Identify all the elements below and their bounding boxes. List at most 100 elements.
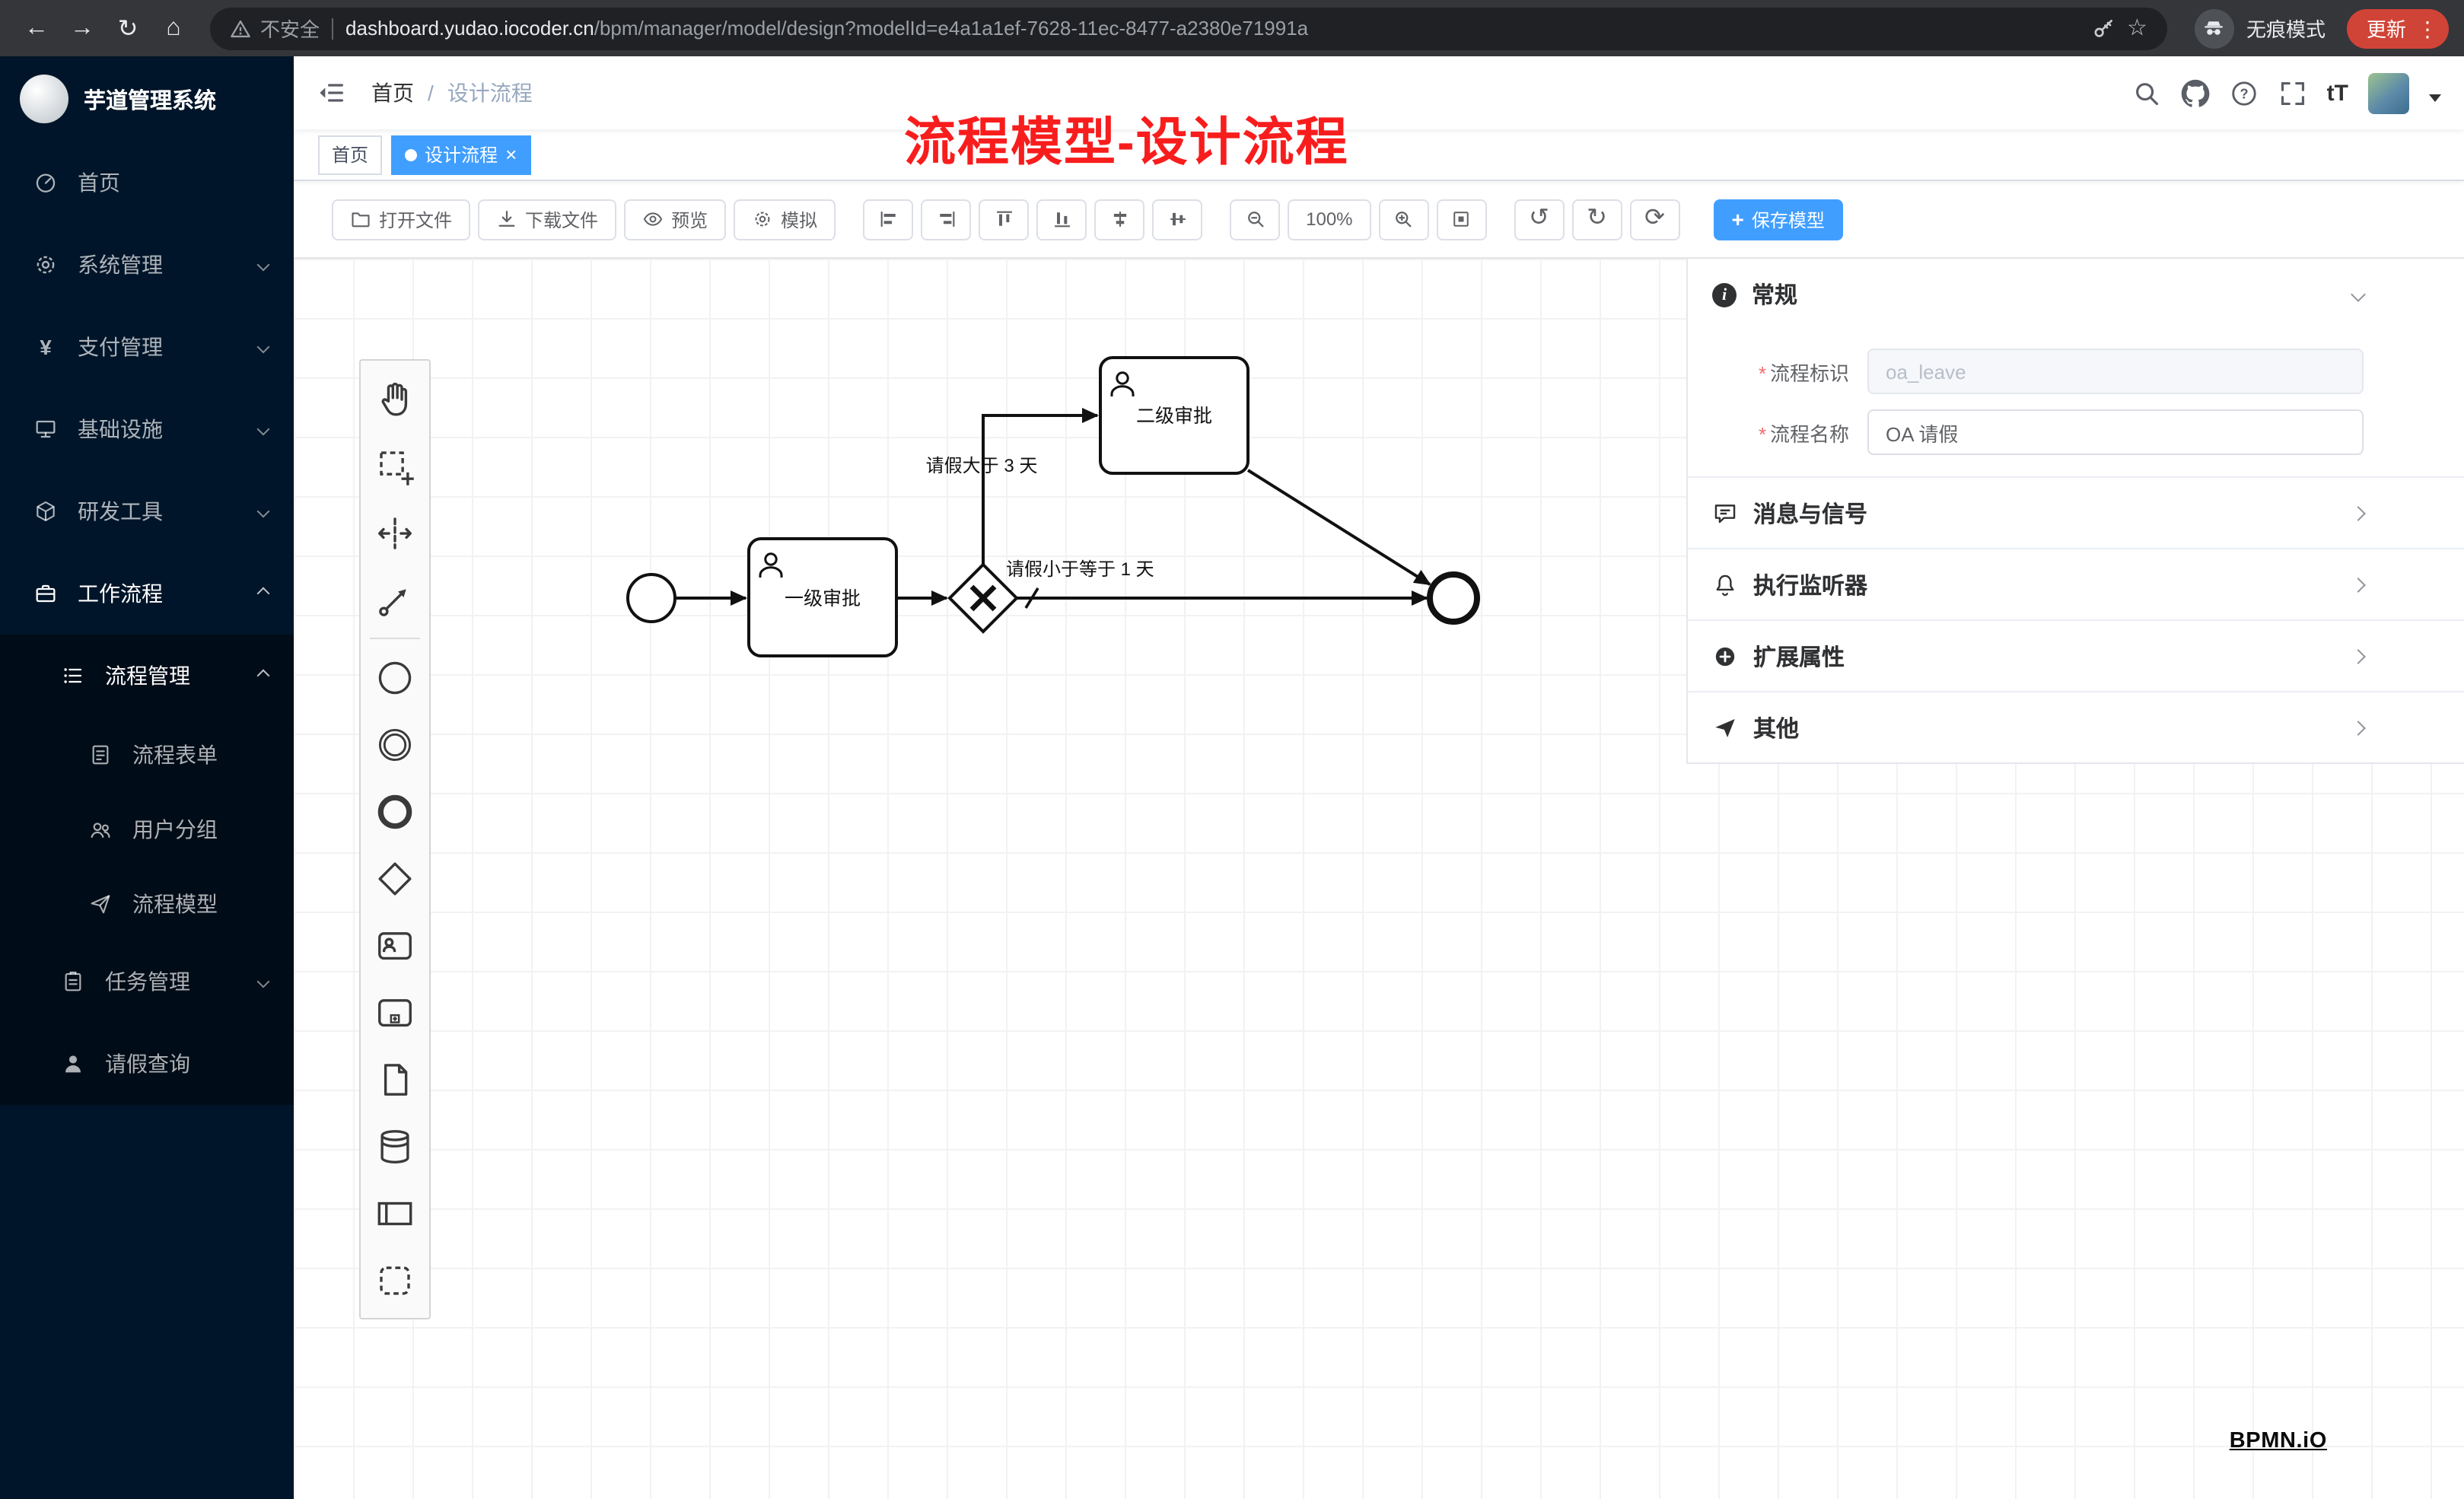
hamburger-icon[interactable] [317, 78, 347, 108]
align-center-button[interactable] [1094, 199, 1145, 240]
active-tab-dot [405, 148, 418, 161]
align-middle-button[interactable] [1152, 199, 1203, 240]
align-right-button[interactable] [921, 199, 972, 240]
process-key-input[interactable] [1867, 348, 2364, 394]
app-logo[interactable]: 芋道管理系统 [0, 56, 294, 142]
zoom-reset-button[interactable] [1436, 199, 1487, 240]
download-file-button[interactable]: 下载文件 [478, 199, 617, 240]
avatar-caret-down-icon[interactable] [2429, 94, 2441, 101]
align-top-button[interactable] [979, 199, 1030, 240]
create-gateway-icon[interactable] [361, 845, 429, 912]
chevron-up-icon [256, 587, 270, 600]
panel-section-extended-properties[interactable]: 扩展属性 [1688, 619, 2464, 691]
tab-design-process[interactable]: 设计流程 × [391, 135, 531, 174]
plus-circle-icon [1712, 643, 1738, 669]
restart-button[interactable]: ⟳ [1629, 199, 1680, 240]
gear-icon [33, 253, 58, 277]
redo-button[interactable]: ↻ [1571, 199, 1622, 240]
process-name-input[interactable] [1867, 409, 2364, 455]
flow-task2-to-end[interactable] [1246, 469, 1431, 586]
panel-section-other[interactable]: 其他 [1688, 691, 2464, 762]
undo-button[interactable]: ↺ [1514, 199, 1565, 240]
create-start-event-icon[interactable] [361, 644, 429, 711]
flow-gateway-to-task2[interactable] [982, 408, 1099, 565]
sidebar-item-devtools[interactable]: 研发工具 [0, 470, 294, 552]
exclusive-gateway[interactable] [947, 562, 1019, 634]
github-icon[interactable] [2181, 78, 2210, 107]
bookmark-star-icon[interactable]: ☆ [2127, 15, 2147, 41]
sidebar-item-payment[interactable]: ¥ 支付管理 [0, 306, 294, 388]
align-left-button[interactable] [863, 199, 914, 240]
condition-label-le[interactable]: 请假小于等于 1 天 [1006, 559, 1154, 580]
bpmn-io-logo[interactable]: BPMN.iO [2229, 1429, 2327, 1453]
start-event[interactable] [626, 573, 676, 623]
create-data-store-icon[interactable] [361, 1112, 429, 1179]
address-bar[interactable]: 不安全 dashboard.yudao.iocoder.cn/bpm/manag… [210, 7, 2167, 49]
sidebar-item-user-groups[interactable]: 用户分组 [0, 791, 294, 866]
chevron-right-icon [2351, 720, 2366, 735]
create-user-task-icon[interactable] [361, 912, 429, 979]
gateway-x-icon [969, 584, 997, 612]
end-event[interactable] [1427, 571, 1480, 625]
tab-home[interactable]: 首页 [318, 135, 383, 174]
chevron-down-icon [256, 340, 270, 354]
font-size-icon[interactable]: tT [2326, 80, 2348, 106]
sidebar-item-infrastructure[interactable]: 基础设施 [0, 388, 294, 470]
create-end-event-icon[interactable] [361, 778, 429, 845]
simulate-button[interactable]: 模拟 [734, 199, 836, 240]
panel-section-messages-signals[interactable]: 消息与信号 [1688, 476, 2464, 548]
sidebar-item-process-models[interactable]: 流程模型 [0, 866, 294, 940]
bpmn-canvas[interactable]: 一级审批 二级审批 [294, 257, 2464, 1499]
condition-label-gt[interactable]: 请假大于 3 天 [926, 456, 1038, 476]
preview-button[interactable]: 预览 [624, 199, 727, 240]
zoom-in-button[interactable] [1378, 199, 1429, 240]
panel-section-execution-listeners[interactable]: 执行监听器 [1688, 548, 2464, 619]
create-subprocess-icon[interactable] [361, 979, 429, 1045]
space-tool-icon[interactable] [361, 499, 429, 566]
user-icon [759, 552, 783, 578]
breadcrumb-home[interactable]: 首页 [371, 81, 414, 105]
yen-icon: ¥ [40, 335, 52, 359]
sidebar-item-home[interactable]: 首页 [0, 142, 294, 224]
properties-panel: i 常规 *流程标识 *流程名称 [1686, 259, 2464, 764]
sidebar-item-process-management[interactable]: 流程管理 [0, 635, 294, 717]
align-bottom-button[interactable] [1036, 199, 1087, 240]
browser-back-button[interactable]: ← [24, 14, 49, 40]
save-model-button[interactable]: +保存模型 [1713, 199, 1843, 240]
zoom-out-button[interactable] [1230, 199, 1281, 240]
open-file-button[interactable]: 打开文件 [332, 199, 471, 240]
password-key-icon[interactable] [2090, 16, 2115, 40]
fullscreen-icon[interactable] [2278, 78, 2307, 107]
sidebar-item-process-forms[interactable]: 流程表单 [0, 717, 294, 791]
help-icon[interactable]: ? [2230, 78, 2259, 107]
user-task-level1[interactable]: 一级审批 [747, 537, 898, 657]
zoom-level-button[interactable]: 100% [1288, 199, 1371, 240]
browser-home-button[interactable]: ⌂ [166, 14, 181, 40]
create-intermediate-event-icon[interactable] [361, 711, 429, 778]
browser-forward-button[interactable]: → [70, 14, 94, 40]
app-logo-avatar [20, 75, 68, 123]
hand-tool-icon[interactable] [361, 365, 429, 432]
user-task-level2[interactable]: 二级审批 [1099, 356, 1250, 475]
paper-plane-icon [88, 891, 113, 915]
update-button[interactable]: 更新 ⋮ [2346, 8, 2449, 48]
chevron-up-icon [256, 669, 270, 683]
create-participant-icon[interactable] [361, 1179, 429, 1246]
sidebar-item-system[interactable]: 系统管理 [0, 224, 294, 306]
close-tab-icon[interactable]: × [505, 143, 517, 166]
lasso-tool-icon[interactable] [361, 432, 429, 499]
create-group-icon[interactable] [361, 1246, 429, 1313]
search-icon[interactable] [2132, 78, 2161, 107]
browser-menu-kebab-icon[interactable]: ⋮ [2417, 16, 2438, 40]
user-avatar[interactable] [2368, 72, 2409, 113]
process-name-label: *流程名称 [1757, 422, 1849, 445]
sidebar-item-task-management[interactable]: 任务管理 [0, 940, 294, 1023]
sidebar-item-leave-query[interactable]: 请假查询 [0, 1023, 294, 1105]
chevron-down-icon [256, 975, 270, 988]
global-connect-tool-icon[interactable] [361, 566, 429, 633]
sidebar-item-workflow[interactable]: 工作流程 [0, 552, 294, 635]
document-icon [88, 742, 113, 766]
panel-section-general[interactable]: i 常规 [1688, 259, 2464, 330]
create-data-object-icon[interactable] [361, 1045, 429, 1112]
browser-reload-button[interactable]: ↻ [117, 16, 138, 42]
